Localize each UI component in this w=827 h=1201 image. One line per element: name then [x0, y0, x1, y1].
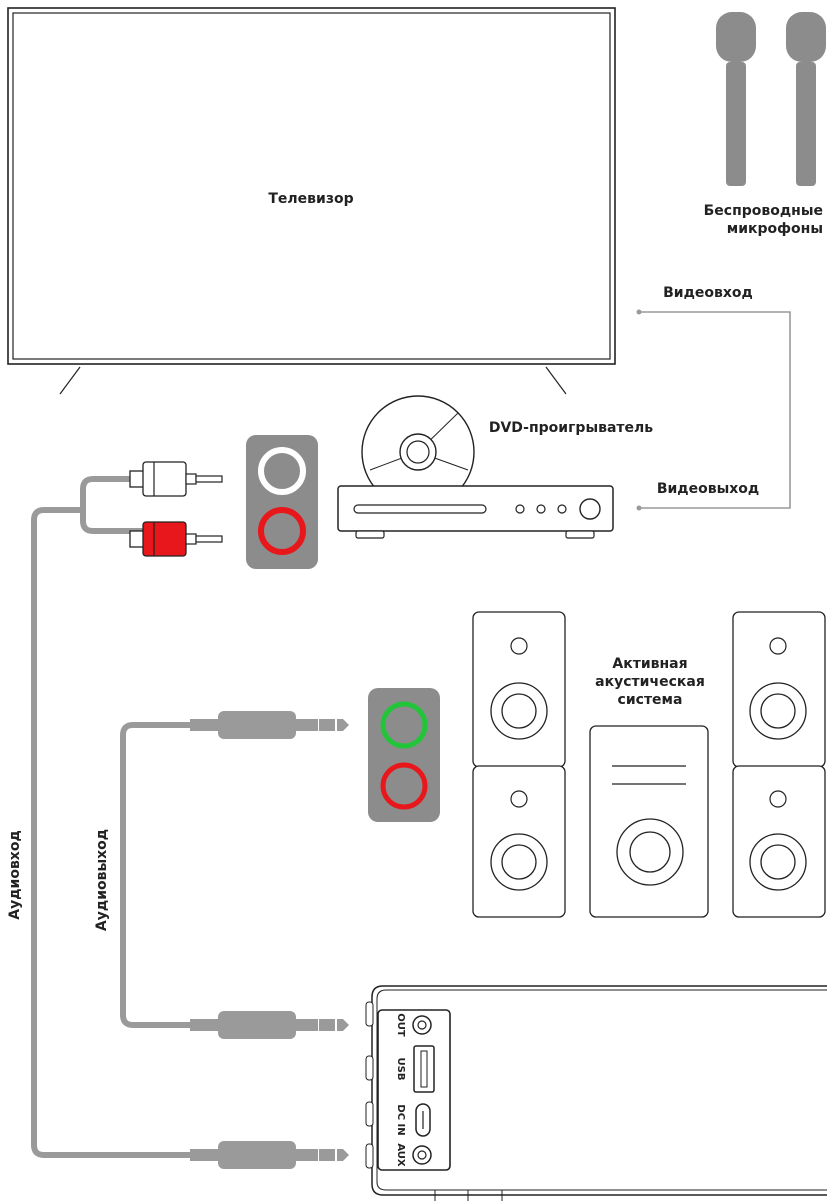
minijack-plug-aux — [190, 1141, 349, 1169]
out-port-label: OUT — [395, 1013, 406, 1037]
dvd-power-knob — [579, 498, 601, 520]
rca-cable — [31, 476, 190, 1158]
dvd-button — [557, 504, 567, 514]
tv-label: Телевизор — [268, 191, 353, 207]
rca-jack-white — [258, 447, 306, 495]
tv-screen — [12, 12, 611, 360]
tv-leg-left — [59, 366, 81, 395]
dvd-button — [515, 504, 525, 514]
audio-out-cable — [120, 722, 190, 1028]
speaker-unit — [732, 611, 826, 768]
dvd-disc-slot — [353, 504, 487, 514]
rca-jack-red — [258, 507, 306, 555]
dvd-label: DVD-проигрыватель — [489, 420, 653, 436]
rca-jack-panel — [246, 435, 318, 569]
jack-red — [380, 762, 428, 810]
speakers-label-line1: Активная — [612, 656, 687, 672]
microphone-icon — [786, 12, 826, 186]
microphones-label-line2: микрофоны — [727, 221, 823, 237]
speaker-jack-panel — [368, 688, 440, 822]
minijack-plug-out — [190, 1011, 349, 1039]
video-in-label: Видеовход — [663, 285, 753, 301]
rca-plug-red — [129, 521, 223, 557]
speakers-label-line2: акустическая — [595, 674, 705, 690]
rca-plug-white — [129, 461, 223, 497]
dvd-player: DVD-проигрыватель — [337, 395, 653, 539]
speakers-label-line3: система — [618, 692, 683, 708]
video-out-label: Видеовыход — [657, 481, 759, 497]
dvd-foot — [355, 530, 385, 539]
dvd-button — [536, 504, 546, 514]
microphones-label-line1: Беспроводные — [704, 203, 823, 219]
speaker-system: Активная акустическая система — [472, 611, 826, 918]
dvd-foot — [565, 530, 595, 539]
audio-in-label: Аудиовход — [7, 830, 23, 920]
microphone-icon — [716, 12, 756, 186]
subwoofer — [589, 725, 709, 918]
disc-icon — [361, 395, 475, 509]
main-device: OUT USB DC IN AUX — [365, 985, 827, 1201]
speaker-unit — [472, 765, 566, 918]
audio-out-label: Аудиовыход — [94, 829, 110, 931]
usb-port-label: USB — [395, 1058, 406, 1081]
minijack-plug-top — [190, 711, 349, 739]
jack-green — [380, 701, 428, 749]
video-cable: Видеовход Видеовыход — [636, 285, 791, 511]
speaker-unit — [732, 765, 826, 918]
tv-leg-right — [545, 366, 567, 395]
speaker-unit — [472, 611, 566, 768]
dc-in-port-label: DC IN — [395, 1104, 406, 1135]
microphones: Беспроводные микрофоны — [704, 12, 826, 237]
tv: Телевизор — [7, 7, 616, 395]
aux-port-label: AUX — [395, 1143, 406, 1167]
